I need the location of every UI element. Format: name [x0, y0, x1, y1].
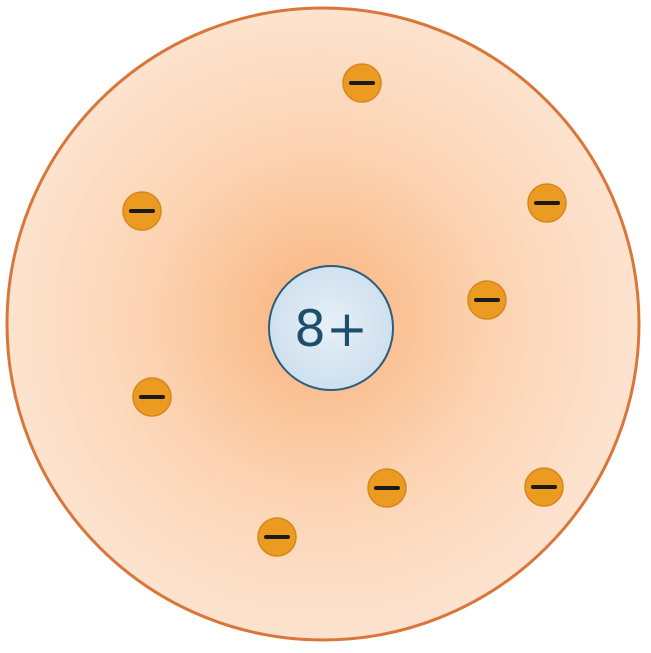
electron — [133, 378, 171, 416]
electron — [123, 192, 161, 230]
nucleus: 8+ — [269, 266, 393, 390]
electron — [258, 518, 296, 556]
nucleus-charge-label: 8+ — [294, 300, 368, 358]
electron — [368, 469, 406, 507]
electron — [343, 64, 381, 102]
electron — [528, 184, 566, 222]
electron — [525, 468, 563, 506]
electron — [468, 281, 506, 319]
